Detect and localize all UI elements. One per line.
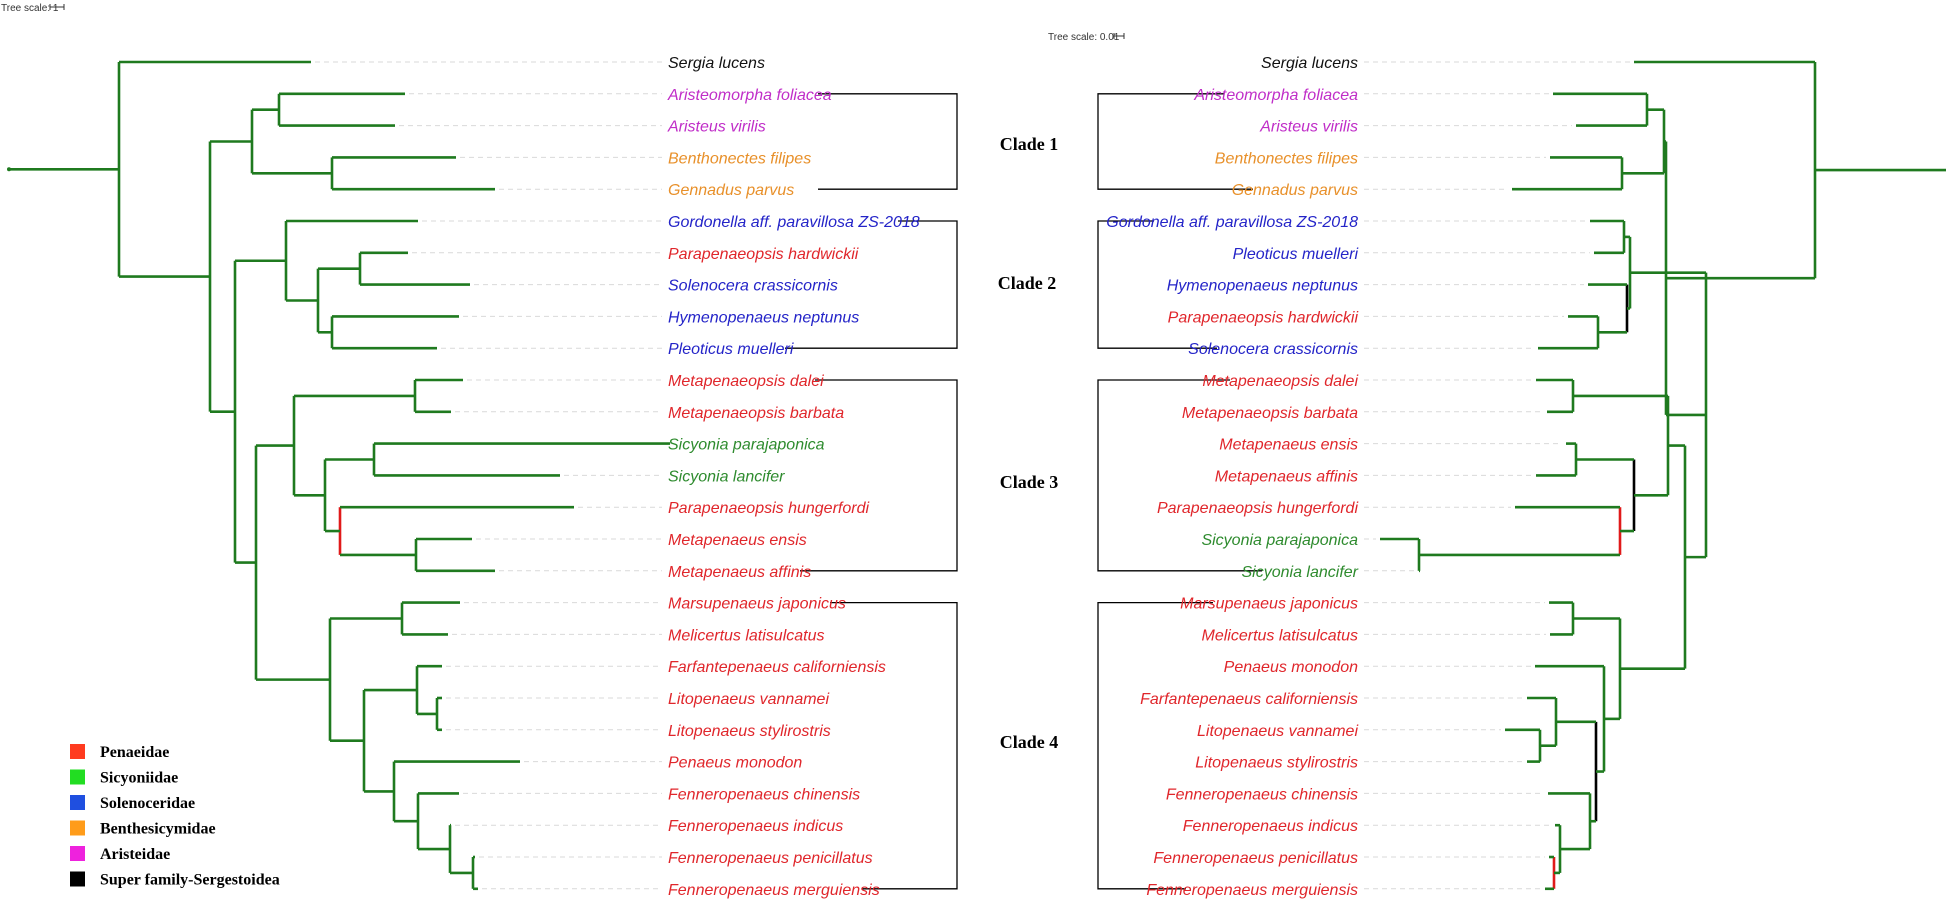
left-taxon-metapenaeus-affinis: Metapenaeus affinis bbox=[668, 564, 811, 581]
legend-swatch-penaeidae bbox=[70, 744, 85, 759]
left-taxon-gennadus-parvus: Gennadus parvus bbox=[668, 182, 794, 199]
left-taxon-melicertus-latisulcatus: Melicertus latisulcatus bbox=[668, 627, 825, 644]
clade-4-right-bracket bbox=[1097, 601, 1213, 890]
clade-4-label: Clade 4 bbox=[1000, 732, 1059, 752]
left-taxon-fenneropenaeus-merguiensis: Fenneropenaeus merguiensis bbox=[668, 882, 880, 899]
right-taxon-farfantepenaeus-californiensis: Farfantepenaeus californiensis bbox=[1140, 691, 1358, 708]
left-taxon-marsupenaeus-japonicus: Marsupenaeus japonicus bbox=[668, 596, 846, 613]
legend-swatch-super-family-sergestoidea bbox=[70, 871, 85, 887]
left-taxon-farfantepenaeus-californiensis: Farfantepenaeus californiensis bbox=[668, 659, 886, 676]
right-taxon-marsupenaeus-japonicus: Marsupenaeus japonicus bbox=[1180, 596, 1358, 613]
left-taxon-metapenaeopsis-barbata: Metapenaeopsis barbata bbox=[668, 405, 844, 422]
left-taxon-aristeomorpha-foliacea: Aristeomorpha foliacea bbox=[667, 87, 832, 104]
right-taxon-metapenaeus-affinis: Metapenaeus affinis bbox=[1215, 468, 1358, 485]
legend-swatch-sicyoniidae bbox=[70, 769, 85, 785]
legend-label-solenoceridae: Solenoceridae bbox=[100, 795, 195, 812]
right-tree-guide-lines bbox=[1364, 61, 1630, 890]
right-taxon-metapenaeus-ensis: Metapenaeus ensis bbox=[1219, 437, 1358, 454]
left-taxon-metapenaeus-ensis: Metapenaeus ensis bbox=[668, 532, 807, 549]
clade-1-left-bracket bbox=[818, 93, 958, 190]
legend-swatch-solenoceridae bbox=[70, 795, 85, 810]
right-taxon-sicyonia-lancifer: Sicyonia lancifer bbox=[1242, 564, 1359, 581]
right-taxon-aristeus-virilis: Aristeus virilis bbox=[1259, 119, 1358, 136]
left-taxon-litopenaeus-stylirostris: Litopenaeus stylirostris bbox=[668, 723, 831, 740]
left-taxon-litopenaeus-vannamei: Litopenaeus vannamei bbox=[668, 691, 829, 708]
right-taxon-fenneropenaeus-chinensis: Fenneropenaeus chinensis bbox=[1166, 786, 1358, 803]
right-taxon-aristeomorpha-foliacea: Aristeomorpha foliacea bbox=[1193, 87, 1358, 104]
clade-2-right-bracket bbox=[1097, 220, 1217, 349]
right-taxon-pleoticus-muelleri: Pleoticus muelleri bbox=[1233, 246, 1359, 263]
right-taxon-fenneropenaeus-penicillatus: Fenneropenaeus penicillatus bbox=[1153, 850, 1358, 867]
left-taxon-solenocera-crassicornis: Solenocera crassicornis bbox=[668, 278, 838, 295]
right-tree-scale: Tree scale: 0.01 bbox=[1048, 32, 1125, 43]
right-taxon-hymenopenaeus-neptunus: Hymenopenaeus neptunus bbox=[1167, 278, 1358, 295]
left-taxon-parapenaeopsis-hungerfordi: Parapenaeopsis hungerfordi bbox=[668, 500, 869, 517]
left-taxon-hymenopenaeus-neptunus: Hymenopenaeus neptunus bbox=[668, 309, 859, 326]
left-root-dot bbox=[7, 167, 11, 172]
right-tree-branches bbox=[1380, 60, 1946, 891]
left-taxon-gordonella-aff-paravillosa-zs-2018: Gordonella aff. paravillosa ZS-2018 bbox=[668, 214, 920, 231]
clade-4-left-bracket bbox=[830, 601, 958, 890]
clade-1-right-bracket bbox=[1097, 93, 1253, 190]
left-taxon-sicyonia-lancifer: Sicyonia lancifer bbox=[668, 468, 785, 485]
right-taxon-sergia-lucens: Sergia lucens bbox=[1261, 55, 1358, 72]
right-taxon-solenocera-crassicornis: Solenocera crassicornis bbox=[1188, 341, 1358, 358]
clade-2-left-bracket bbox=[785, 220, 958, 349]
legend-label-benthesicymidae: Benthesicymidae bbox=[100, 821, 216, 838]
right-taxon-metapenaeopsis-dalei: Metapenaeopsis dalei bbox=[1202, 373, 1358, 390]
legend-label-super-family-sergestoidea: Super family-Sergestoidea bbox=[100, 872, 280, 889]
left-tree-scale-label: Tree scale: 1 bbox=[1, 3, 59, 14]
family-legend: PenaeidaeSicyoniidaeSolenoceridaeBenthes… bbox=[70, 744, 280, 889]
left-taxon-parapenaeopsis-hardwickii: Parapenaeopsis hardwickii bbox=[668, 246, 859, 263]
right-taxon-parapenaeopsis-hungerfordi: Parapenaeopsis hungerfordi bbox=[1157, 500, 1358, 517]
left-taxon-metapenaeopsis-dalei: Metapenaeopsis dalei bbox=[668, 373, 824, 390]
left-taxon-sicyonia-parajaponica: Sicyonia parajaponica bbox=[668, 437, 825, 454]
left-tree-branches bbox=[7, 60, 670, 891]
clade-2-label: Clade 2 bbox=[998, 273, 1057, 293]
legend-swatch-aristeidae bbox=[70, 846, 85, 861]
left-taxon-aristeus-virilis: Aristeus virilis bbox=[667, 119, 766, 136]
right-taxon-metapenaeopsis-barbata: Metapenaeopsis barbata bbox=[1182, 405, 1358, 422]
right-taxon-gennadus-parvus: Gennadus parvus bbox=[1232, 182, 1358, 199]
left-taxon-sergia-lucens: Sergia lucens bbox=[668, 55, 765, 72]
right-taxon-litopenaeus-vannamei: Litopenaeus vannamei bbox=[1197, 723, 1358, 740]
right-taxon-fenneropenaeus-indicus: Fenneropenaeus indicus bbox=[1183, 818, 1358, 835]
legend-label-sicyoniidae: Sicyoniidae bbox=[100, 770, 178, 787]
clade-brackets bbox=[785, 93, 1262, 890]
left-taxon-fenneropenaeus-penicillatus: Fenneropenaeus penicillatus bbox=[668, 850, 873, 867]
right-taxon-fenneropenaeus-merguiensis: Fenneropenaeus merguiensis bbox=[1146, 882, 1358, 899]
right-taxon-sicyonia-parajaponica: Sicyonia parajaponica bbox=[1201, 532, 1358, 549]
left-taxon-fenneropenaeus-indicus: Fenneropenaeus indicus bbox=[668, 818, 843, 835]
right-taxon-gordonella-aff-paravillosa-zs-2018: Gordonella aff. paravillosa ZS-2018 bbox=[1106, 214, 1358, 231]
legend-label-aristeidae: Aristeidae bbox=[100, 846, 170, 863]
clade-labels: Clade 1 Clade 2 Clade 3 Clade 4 bbox=[998, 134, 1059, 752]
legend-swatch-benthesicymidae bbox=[70, 820, 85, 836]
right-taxon-penaeus-monodon: Penaeus monodon bbox=[1224, 659, 1358, 676]
clade-3-left-bracket bbox=[800, 379, 958, 572]
left-taxon-fenneropenaeus-chinensis: Fenneropenaeus chinensis bbox=[668, 786, 860, 803]
left-tree-guide-lines bbox=[315, 61, 674, 890]
legend-label-penaeidae: Penaeidae bbox=[100, 744, 169, 761]
right-taxon-parapenaeopsis-hardwickii: Parapenaeopsis hardwickii bbox=[1168, 309, 1359, 326]
clade-1-label: Clade 1 bbox=[1000, 134, 1059, 154]
right-taxon-benthonectes-filipes: Benthonectes filipes bbox=[1215, 150, 1358, 167]
right-taxon-melicertus-latisulcatus: Melicertus latisulcatus bbox=[1202, 627, 1359, 644]
clade-3-label: Clade 3 bbox=[1000, 472, 1059, 492]
clade-3-right-bracket bbox=[1097, 379, 1262, 572]
left-taxon-penaeus-monodon: Penaeus monodon bbox=[668, 755, 802, 772]
left-tree-scale: Tree scale: 1 bbox=[1, 3, 65, 14]
left-taxon-benthonectes-filipes: Benthonectes filipes bbox=[668, 150, 811, 167]
right-tree-scale-label: Tree scale: 0.01 bbox=[1048, 32, 1120, 43]
left-taxon-pleoticus-muelleri: Pleoticus muelleri bbox=[668, 341, 794, 358]
right-taxon-litopenaeus-stylirostris: Litopenaeus stylirostris bbox=[1195, 755, 1358, 772]
